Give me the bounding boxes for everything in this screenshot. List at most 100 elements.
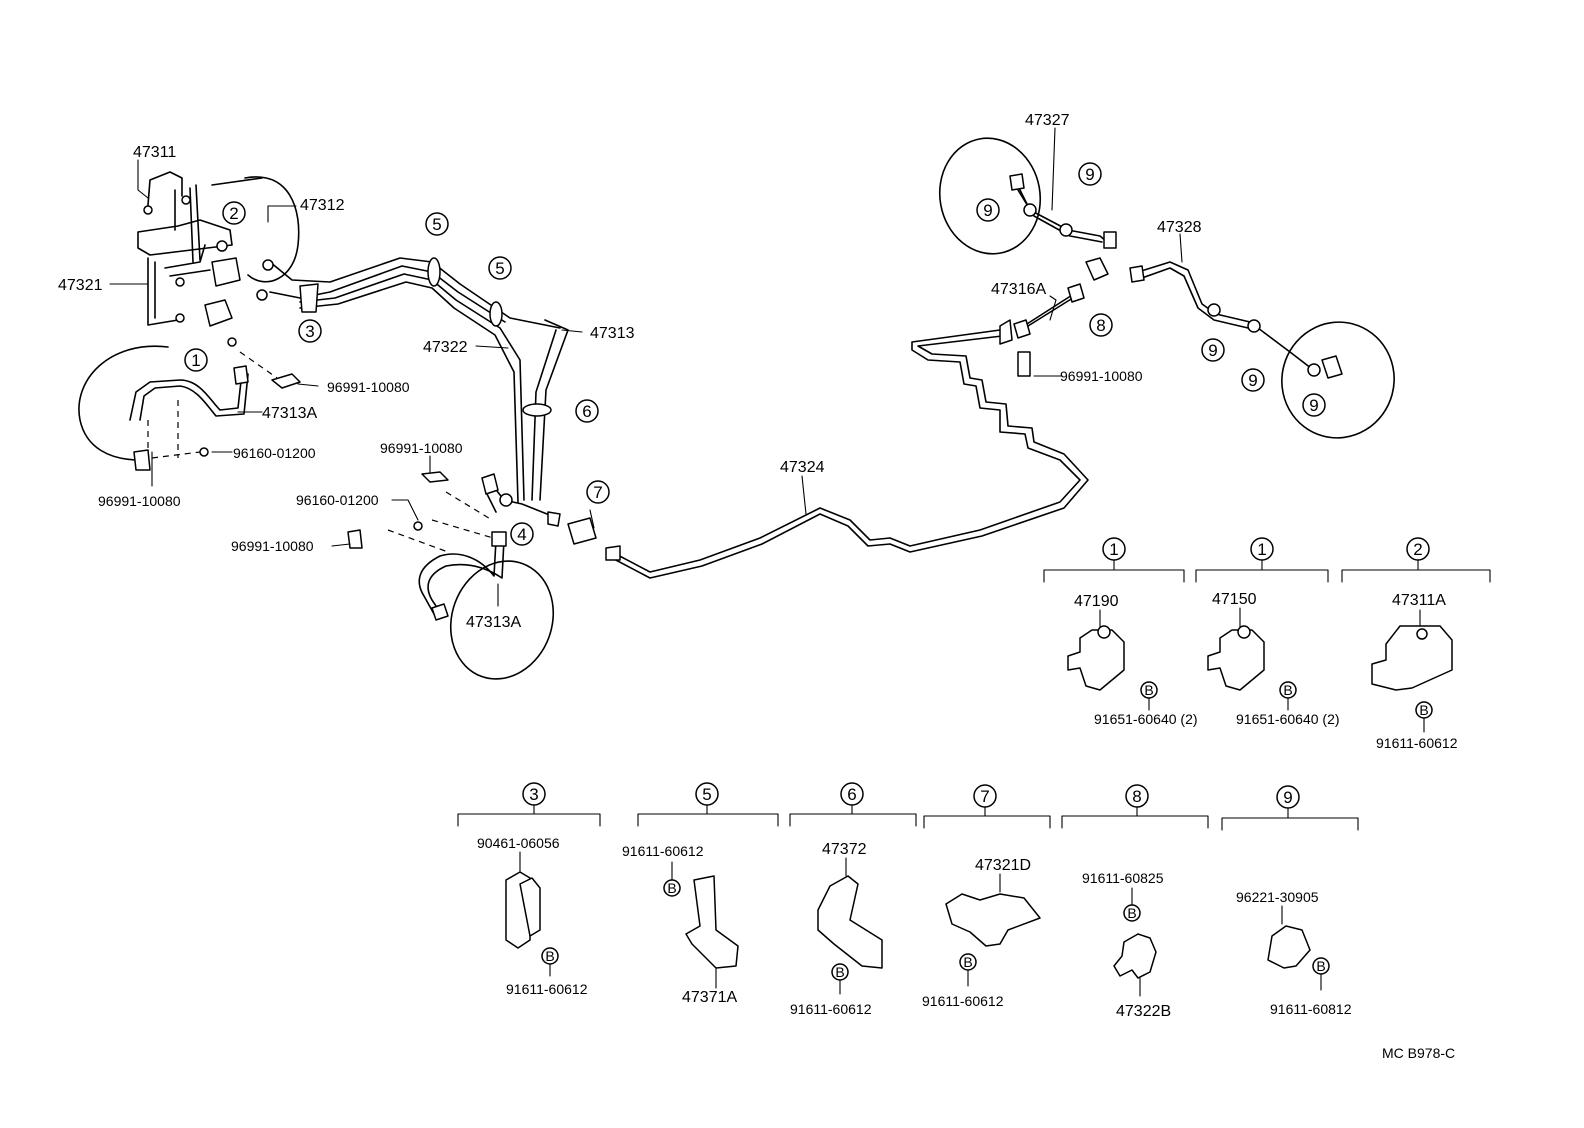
svg-text:9: 9 bbox=[1248, 371, 1257, 390]
master-cylinder-assembly bbox=[137, 171, 300, 347]
label-96160-a: 96160-01200 bbox=[233, 445, 316, 461]
label-47313: 47313 bbox=[590, 325, 635, 342]
detail-group-5: 5 91611-60612 B 47371A bbox=[622, 782, 779, 1006]
svg-text:1: 1 bbox=[191, 351, 200, 370]
svg-text:9: 9 bbox=[1283, 788, 1292, 807]
svg-text:91611-60612: 91611-60612 bbox=[790, 1001, 872, 1017]
detail-group-7: 7 47321D B 91611-60612 bbox=[922, 784, 1051, 1009]
svg-text:B: B bbox=[1283, 682, 1292, 698]
label-96991-d: 96991-10080 bbox=[231, 538, 314, 554]
svg-text:47311A: 47311A bbox=[1392, 592, 1446, 609]
callout-4: 4 bbox=[510, 522, 534, 546]
svg-text:3: 3 bbox=[529, 785, 538, 804]
svg-text:B: B bbox=[545, 948, 554, 964]
svg-text:7: 7 bbox=[593, 483, 602, 502]
svg-text:91611-60612: 91611-60612 bbox=[622, 843, 704, 859]
detail-group-9: 9 96221-30905 B 91611-60812 bbox=[1221, 785, 1359, 1017]
figure-code: MC B978-C bbox=[1382, 1045, 1455, 1061]
front-brake-lines bbox=[256, 257, 569, 503]
label-47324: 47324 bbox=[780, 459, 825, 476]
svg-text:9: 9 bbox=[1208, 341, 1217, 360]
svg-text:B: B bbox=[1419, 702, 1428, 718]
rear-line-47324 bbox=[567, 319, 1089, 579]
svg-text:91611-60612: 91611-60612 bbox=[1376, 735, 1458, 751]
callout-8: 8 bbox=[1089, 313, 1113, 337]
svg-text:90461-06056: 90461-06056 bbox=[477, 835, 560, 851]
label-47313a-bottom: 47313A bbox=[466, 614, 521, 631]
svg-text:5: 5 bbox=[702, 785, 711, 804]
svg-text:47150: 47150 bbox=[1212, 591, 1257, 608]
detail-group-8: 8 91611-60825 B 47322B bbox=[1061, 784, 1209, 1020]
svg-text:5: 5 bbox=[432, 215, 441, 234]
callout-2: 2 bbox=[222, 201, 246, 225]
front-right-disc bbox=[418, 531, 555, 680]
detail-group-6: 6 47372 B 91611-60612 bbox=[789, 782, 917, 1017]
label-47313a-top: 47313A bbox=[262, 405, 317, 422]
svg-text:B: B bbox=[835, 964, 844, 980]
svg-text:91611-60612: 91611-60612 bbox=[506, 981, 588, 997]
svg-text:8: 8 bbox=[1132, 787, 1141, 806]
callout-5-b: 5 bbox=[488, 256, 512, 280]
svg-text:B: B bbox=[963, 954, 972, 970]
label-96991-a: 96991-10080 bbox=[327, 379, 410, 395]
svg-text:8: 8 bbox=[1096, 316, 1105, 335]
callout-9-e: 9 bbox=[1302, 393, 1326, 417]
label-96160-b: 96160-01200 bbox=[296, 492, 379, 508]
callout-9-a: 9 bbox=[976, 198, 1000, 222]
label-47322: 47322 bbox=[423, 339, 468, 356]
svg-text:B: B bbox=[667, 880, 676, 896]
svg-text:7: 7 bbox=[980, 787, 989, 806]
svg-text:6: 6 bbox=[582, 402, 591, 421]
svg-text:4: 4 bbox=[517, 525, 526, 544]
callout-6: 6 bbox=[575, 399, 599, 423]
leader-lines bbox=[109, 127, 1183, 607]
callout-5-a: 5 bbox=[425, 212, 449, 236]
svg-text:47372: 47372 bbox=[822, 841, 867, 858]
label-96991-c: 96991-10080 bbox=[380, 440, 463, 456]
svg-text:6: 6 bbox=[847, 785, 856, 804]
svg-text:91651-60640 (2): 91651-60640 (2) bbox=[1094, 711, 1198, 727]
detail-group-3: 3 90461-06056 B 91611-60612 bbox=[457, 782, 601, 997]
callout-9-d: 9 bbox=[1241, 368, 1265, 392]
junction-4 bbox=[387, 473, 561, 553]
svg-text:9: 9 bbox=[983, 201, 992, 220]
svg-text:3: 3 bbox=[305, 322, 314, 341]
callout-3: 3 bbox=[298, 319, 322, 343]
svg-text:2: 2 bbox=[229, 204, 238, 223]
label-47311: 47311 bbox=[133, 144, 176, 161]
label-47321: 47321 bbox=[58, 277, 103, 294]
svg-text:B: B bbox=[1127, 905, 1136, 921]
detail-group-2-47311a: 2 47311A B 91611-60612 bbox=[1341, 537, 1491, 751]
callout-9-b: 9 bbox=[1078, 162, 1102, 186]
svg-text:96221-30905: 96221-30905 bbox=[1236, 889, 1319, 905]
svg-text:91651-60640 (2): 91651-60640 (2) bbox=[1236, 711, 1340, 727]
svg-text:5: 5 bbox=[495, 259, 504, 278]
svg-text:9: 9 bbox=[1085, 165, 1094, 184]
svg-text:B: B bbox=[1144, 682, 1153, 698]
svg-text:91611-60825: 91611-60825 bbox=[1082, 870, 1164, 886]
label-96991-b: 96991-10080 bbox=[98, 493, 181, 509]
label-96991-e: 96991-10080 bbox=[1060, 368, 1143, 384]
label-47316a: 47316A bbox=[991, 281, 1046, 298]
svg-text:2: 2 bbox=[1413, 540, 1422, 559]
svg-text:1: 1 bbox=[1109, 540, 1118, 559]
svg-text:91611-60812: 91611-60812 bbox=[1270, 1001, 1352, 1017]
svg-text:91611-60612: 91611-60612 bbox=[922, 993, 1004, 1009]
svg-text:47322B: 47322B bbox=[1116, 1003, 1171, 1020]
label-47312: 47312 bbox=[300, 197, 345, 214]
svg-text:47321D: 47321D bbox=[975, 857, 1031, 874]
svg-text:9: 9 bbox=[1309, 396, 1318, 415]
callout-7: 7 bbox=[586, 480, 610, 504]
detail-group-1-47190: 1 47190 B 91651-60640 (2) bbox=[1043, 537, 1198, 727]
rear-discs bbox=[938, 137, 1395, 439]
label-47328: 47328 bbox=[1157, 219, 1202, 236]
svg-text:B: B bbox=[1316, 958, 1325, 974]
svg-text:1: 1 bbox=[1257, 540, 1266, 559]
callout-1: 1 bbox=[184, 348, 208, 372]
detail-group-1-47150: 1 47150 B 91651-60640 (2) bbox=[1195, 537, 1340, 727]
callout-9-c: 9 bbox=[1201, 338, 1225, 362]
svg-text:47190: 47190 bbox=[1074, 593, 1119, 610]
svg-text:47371A: 47371A bbox=[682, 989, 737, 1006]
label-47327: 47327 bbox=[1025, 112, 1070, 129]
